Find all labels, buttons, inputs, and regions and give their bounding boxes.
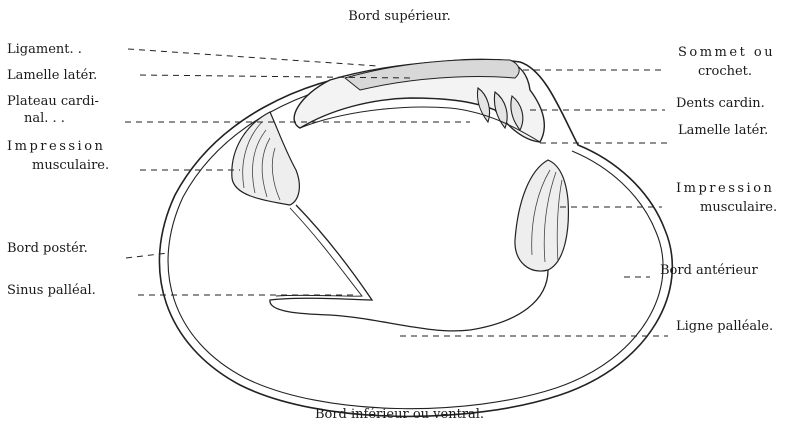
label-sommet-line1: Sommet ou <box>678 46 775 60</box>
pallial-line <box>270 205 548 331</box>
top-edge-label: Bord supérieur. <box>0 10 799 24</box>
label-sommet-line2: crochet. <box>698 65 752 79</box>
label-ligament: Ligament. . <box>7 43 82 57</box>
anterior-muscle-scar <box>515 160 568 271</box>
label-dents-cardinales: Dents cardin. <box>676 97 765 111</box>
label-impression-musculaire-right-line2: musculaire. <box>700 201 777 215</box>
pallial-line-inner <box>276 208 362 296</box>
bottom-edge-label: Bord inférieur ou ventral. <box>0 408 799 422</box>
shell-outer-outline <box>159 59 672 416</box>
label-bord-anterieur: Bord antérieur <box>660 264 758 278</box>
label-impression-musculaire-left-line1: Impression <box>7 140 105 154</box>
label-ligne-palleale: Ligne palléale. <box>676 320 773 334</box>
label-impression-musculaire-left-line2: musculaire. <box>32 159 109 173</box>
label-bord-posterieur: Bord postér. <box>7 242 88 256</box>
leader-bord-posterieur <box>126 253 168 258</box>
label-lamelle-laterale-right: Lamelle latér. <box>678 124 768 138</box>
label-plateau-cardinal-line1: Plateau cardi- <box>7 95 99 109</box>
label-plateau-cardinal-line2: nal. . . <box>24 112 65 126</box>
label-lamelle-laterale-left: Lamelle latér. <box>7 69 97 83</box>
shell-inner-rim <box>168 76 663 409</box>
label-sinus-palleal: Sinus palléal. <box>7 284 96 298</box>
label-impression-musculaire-right-line1: Impression <box>676 182 774 196</box>
leader-ligament <box>128 49 378 66</box>
